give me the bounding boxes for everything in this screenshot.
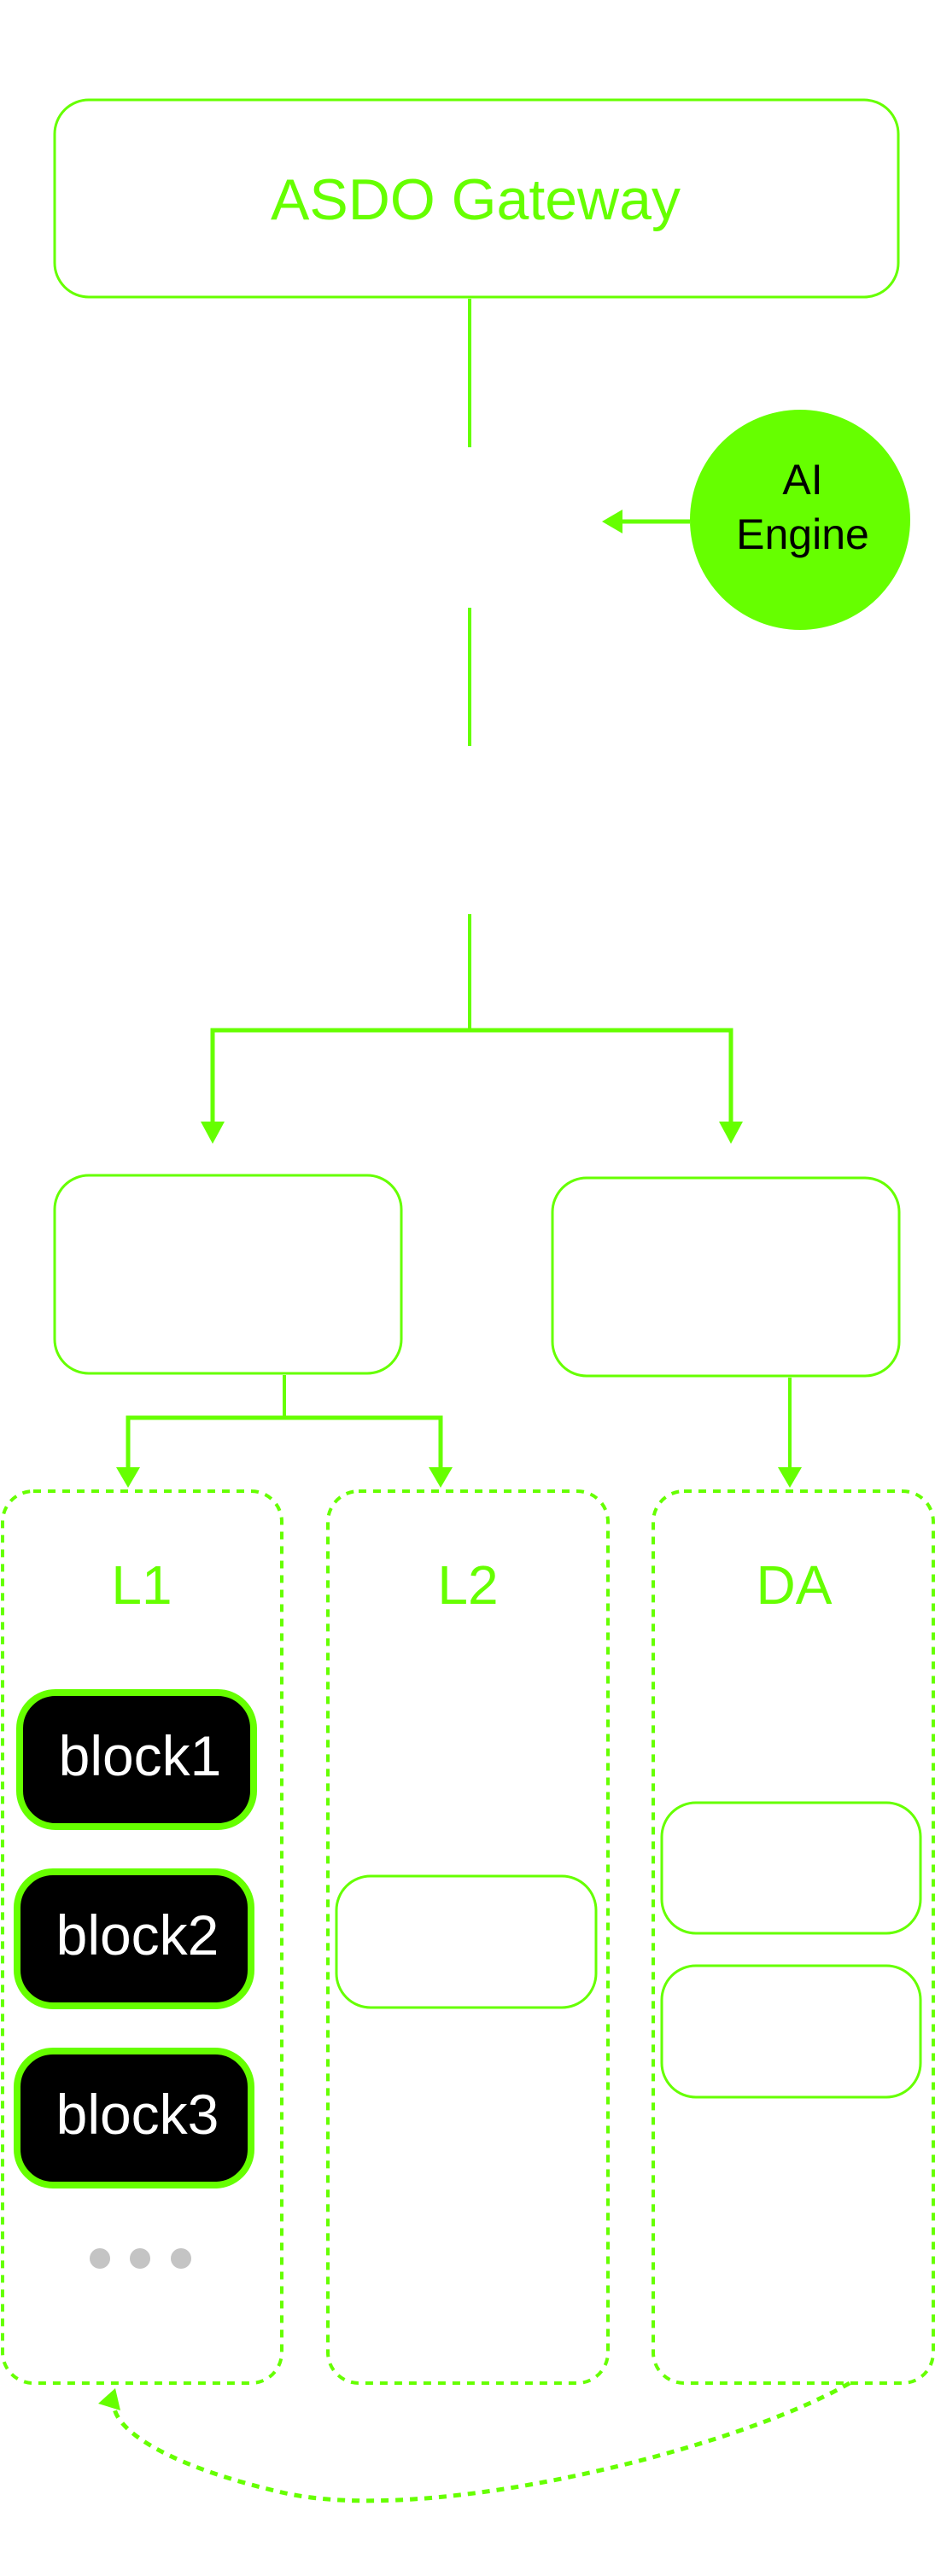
column-da-label: DA	[757, 1554, 833, 1616]
gateway-label: ASDO Gateway	[271, 167, 681, 232]
block-label: block1	[59, 1724, 222, 1787]
column-l2-label: L2	[437, 1554, 498, 1616]
da-arrowhead	[778, 1467, 802, 1488]
mid-left-branch-connector	[116, 1375, 453, 1488]
gateway-box	[53, 98, 900, 299]
block-item[interactable]: block2	[14, 1868, 254, 2009]
column-l1[interactable]: L1 block1 block2 block3	[1, 1489, 283, 2385]
mid-node-right[interactable]	[551, 1176, 901, 1378]
branch-arrowhead-left	[201, 1122, 225, 1144]
block-label: block2	[56, 1903, 219, 1967]
ai-engine-arrowhead	[602, 510, 622, 533]
ai-engine-node[interactable]: AI Engine	[602, 410, 910, 630]
column-l1-label: L1	[111, 1554, 172, 1616]
ai-engine-circle	[690, 410, 910, 630]
column-da-container	[652, 1489, 935, 2385]
feedback-curve	[112, 2381, 851, 2503]
block-box	[14, 1868, 254, 2009]
ellipsis-dot	[90, 2248, 110, 2269]
l2-empty-slot[interactable]	[335, 1874, 598, 2009]
feedback-arrowhead	[98, 2388, 120, 2410]
column-da[interactable]: DA	[652, 1489, 935, 2385]
mid-right-connector	[778, 1378, 802, 1488]
block-label: block3	[56, 2083, 219, 2146]
branch-line	[210, 1028, 733, 1127]
da-to-l1-feedback-connector	[98, 2381, 851, 2503]
l1-arrowhead	[116, 1467, 140, 1488]
column-l2[interactable]: L2	[326, 1489, 610, 2385]
branch-arrowhead-right	[719, 1122, 743, 1144]
block-box	[14, 2048, 254, 2188]
l2-arrowhead	[429, 1467, 453, 1488]
more-ellipsis-icon	[90, 2248, 191, 2269]
da-empty-slot[interactable]	[660, 1801, 922, 1935]
gateway-branch-connector	[201, 1028, 743, 1144]
block-item[interactable]: block1	[16, 1689, 257, 1830]
ellipsis-dot	[130, 2248, 150, 2269]
mid-left-branch-line	[126, 1415, 443, 1470]
da-empty-slot[interactable]	[660, 1964, 922, 2099]
mid-node-left[interactable]	[53, 1174, 403, 1375]
column-l2-container	[326, 1489, 610, 2385]
ai-engine-label-line2: Engine	[736, 510, 869, 558]
column-l1-container	[1, 1489, 283, 2385]
block-item[interactable]: block3	[14, 2048, 254, 2188]
ellipsis-dot	[171, 2248, 191, 2269]
gateway-node[interactable]: ASDO Gateway	[53, 98, 900, 299]
ai-engine-label-line1: AI	[782, 456, 822, 504]
block-box	[16, 1689, 257, 1830]
